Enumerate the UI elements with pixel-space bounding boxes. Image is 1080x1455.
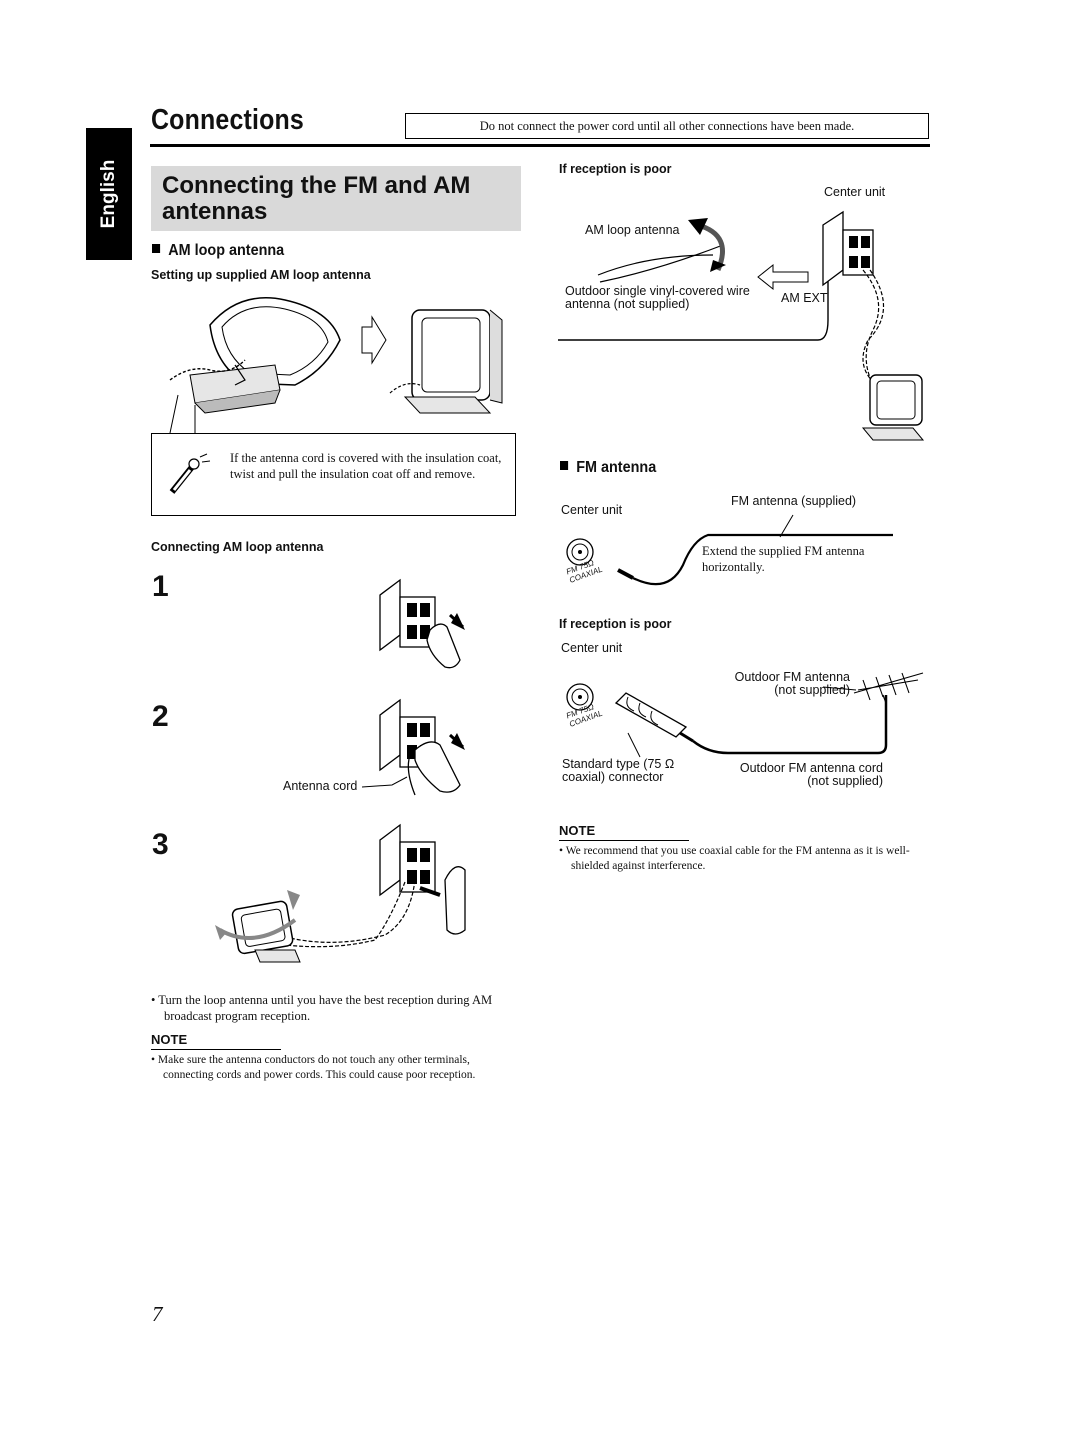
am-poor-reception-caption: If reception is poor	[559, 162, 672, 176]
bullet-square-icon	[560, 461, 569, 470]
fm-outdoor-antenna-illustration	[566, 672, 924, 758]
am-loop-standing-icon	[389, 309, 503, 414]
outdoor-fm-antenna-label: Outdoor FM antenna (not supplied)	[730, 671, 850, 697]
insulation-tip-box: If the antenna cord is covered with the …	[151, 433, 516, 516]
am-loop-antenna-label: AM loop antenna	[585, 223, 680, 237]
am-outdoor-wire-illustration	[558, 210, 925, 441]
fm-note-heading: NOTE	[559, 823, 596, 838]
standard-type-label: Standard type (75 Ω coaxial) connector	[562, 758, 674, 784]
outdoor-fm-cord-line2: (not supplied)	[807, 774, 883, 788]
fm-poor-reception-caption: If reception is poor	[559, 617, 672, 631]
am-note-text: • Make sure the antenna conductors do no…	[151, 1054, 476, 1081]
outdoor-fm-antenna-line2: (not supplied)	[774, 683, 850, 697]
setup-caption: Setting up supplied AM loop antenna	[151, 268, 371, 282]
fm-supplied-antenna-illustration	[566, 514, 893, 586]
header-notice: Do not connect the power cord until all …	[405, 113, 929, 139]
outdoor-wire-label-line1: Outdoor single vinyl-covered wire	[565, 284, 750, 298]
step-3-number: 3	[152, 828, 169, 861]
wire-twist-icon	[169, 453, 211, 494]
turn-antenna-text: • Turn the loop antenna until you have t…	[151, 993, 493, 1023]
outdoor-fm-cord-line1: Outdoor FM antenna cord	[739, 761, 883, 775]
outdoor-wire-label: Outdoor single vinyl-covered wire antenn…	[565, 285, 750, 311]
am-note-rule	[151, 1049, 281, 1050]
fm-note-text-body: We recommend that you use coaxial cable …	[565, 845, 910, 872]
step-1-terminal-illustration	[379, 578, 465, 669]
standard-type-line1: Standard type (75 Ω	[562, 757, 675, 771]
am-ext-label: AM EXT	[781, 291, 828, 305]
standard-type-line2: coaxial) connector	[562, 770, 664, 784]
antenna-cord-leader	[362, 776, 408, 788]
fm-extend-text: Extend the supplied FM antenna horizonta…	[702, 544, 865, 574]
am-loop-folded-icon	[169, 297, 341, 414]
fm-note-text: • We recommend that you use coaxial cabl…	[559, 845, 910, 872]
am-loop-heading-text: AM loop antenna	[168, 242, 285, 259]
am-loop-heading: AM loop antenna	[152, 242, 284, 260]
header-rule	[150, 144, 930, 147]
am-note-heading: NOTE	[151, 1032, 188, 1047]
language-tab: English	[86, 128, 132, 260]
connecting-caption: Connecting AM loop antenna	[151, 540, 324, 554]
antenna-cord-label: Antenna cord	[283, 779, 358, 793]
fm-antenna-heading: FM antenna	[560, 459, 656, 477]
language-tab-label: English	[98, 159, 119, 229]
page-title: Connections	[151, 104, 304, 136]
am-note-text-body: Make sure the antenna conductors do not …	[157, 1054, 476, 1081]
turn-antenna-text-body: Turn the loop antenna until you have the…	[158, 993, 493, 1023]
step-2-number: 2	[152, 700, 169, 733]
fm-supplied-label: FM antenna (supplied)	[731, 494, 857, 508]
section-title: Connecting the FM and AM antennas	[162, 172, 471, 225]
fm-note-rule	[559, 840, 689, 841]
outdoor-fm-antenna-line1: Outdoor FM antenna	[734, 670, 850, 684]
section-banner	[151, 166, 521, 231]
fm-center-unit-label: Center unit	[561, 503, 623, 517]
arrow-right-icon	[361, 315, 387, 365]
am-center-unit-label: Center unit	[824, 185, 886, 199]
step-2-terminal-illustration	[379, 698, 465, 796]
step-1-number: 1	[152, 570, 169, 603]
bullet-square-icon	[152, 244, 161, 253]
fm-antenna-heading-text: FM antenna	[576, 459, 657, 476]
page-number: 7	[152, 1302, 163, 1326]
step-3-connection-illustration	[215, 823, 466, 963]
tip-text: If the antenna cord is covered with the …	[230, 451, 502, 481]
am-loop-setup-illustration	[169, 297, 503, 434]
outdoor-fm-cord-label: Outdoor FM antenna cord (not supplied)	[734, 762, 883, 788]
outdoor-wire-label-line2: antenna (not supplied)	[565, 297, 690, 311]
fm-center-unit-label-2: Center unit	[561, 641, 623, 655]
